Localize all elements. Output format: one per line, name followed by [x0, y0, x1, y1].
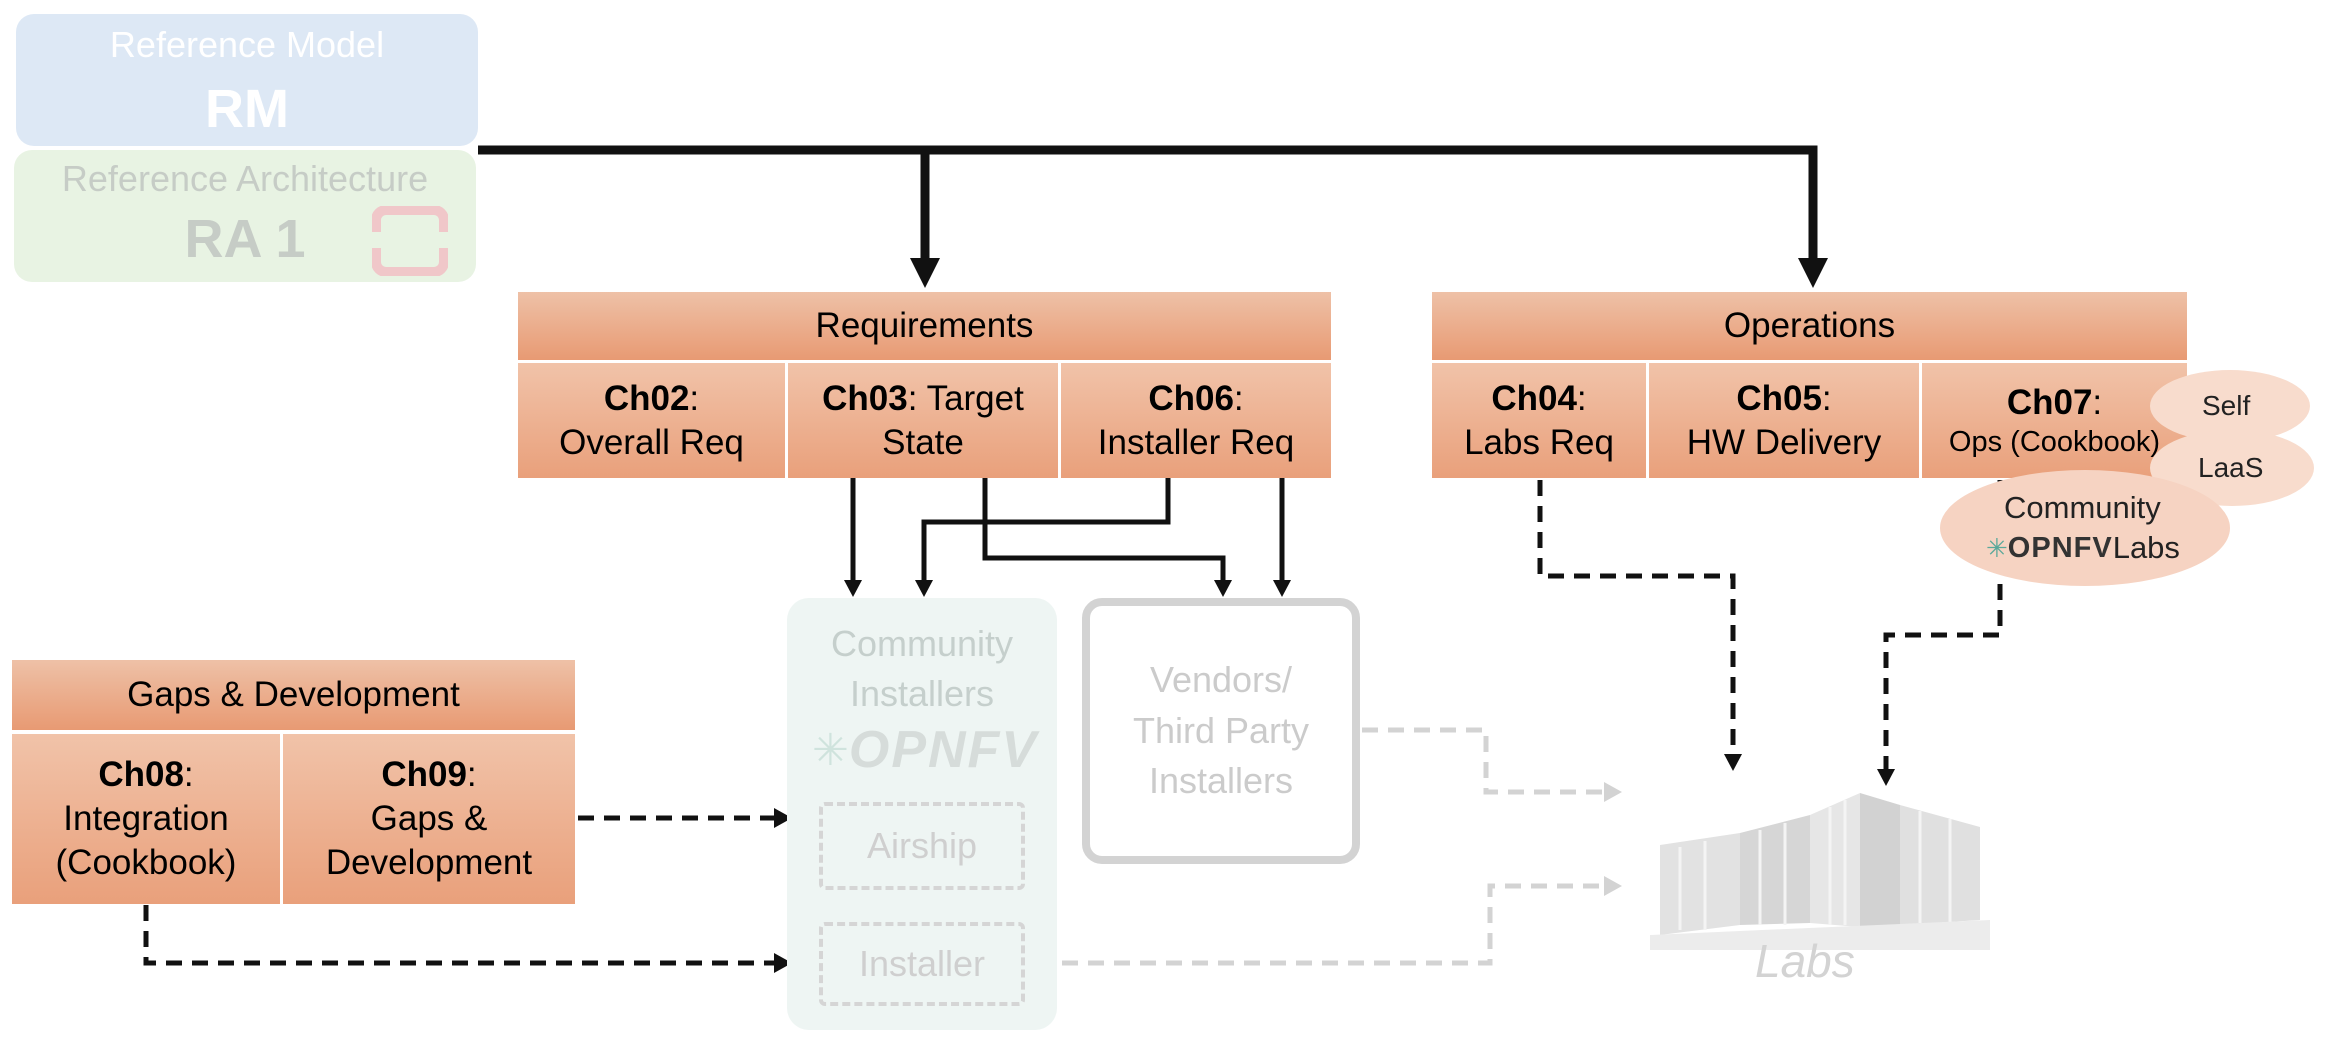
opnfv-faded-logo-text: OPNFV: [848, 721, 1039, 779]
ch08-title-2: (Cookbook): [55, 842, 237, 882]
ch07-colon: :: [2092, 382, 2103, 422]
operations-to-labs-arrows: [1537, 480, 2003, 770]
community-installers-line1: Community: [830, 623, 1014, 664]
ch09-title-2: Development: [325, 842, 533, 882]
opnfv-logo-text: OPNFV: [2007, 531, 2113, 564]
ch08-cell: Ch08: Integration (Cookbook): [12, 734, 280, 904]
ch07-cell: Ch07: Ops (Cookbook): [1922, 363, 2187, 478]
reference-architecture-abbr: RA 1: [184, 209, 306, 269]
ch09-title-1: Gaps &: [370, 799, 488, 839]
openstack-logo-icon: [372, 206, 448, 276]
community-lab-ellipse: [1940, 470, 2230, 586]
opnfv-labs-line: ✳ OPNFV Labs: [1986, 530, 2180, 566]
ch04-label: Ch04: [1491, 378, 1577, 418]
vendors-line3: Installers: [1148, 760, 1294, 802]
ch03-cell: Ch03: Target State: [788, 363, 1058, 478]
gaps-header: Gaps & Development: [12, 660, 575, 730]
ch08-title-1: Integration: [63, 799, 229, 839]
ch03-label: Ch03: [822, 378, 908, 418]
ch06-colon: :: [1233, 378, 1244, 418]
operations-header: Operations: [1432, 292, 2187, 360]
rm-to-groups-arrows: [478, 145, 1818, 262]
arrowhead-requirements: [910, 258, 940, 288]
ch04-cell: Ch04: Labs Req: [1432, 363, 1646, 478]
laas-label: LaaS: [2198, 452, 2264, 483]
opnfv-star-icon: ✳: [1986, 532, 2008, 563]
reference-model-abbr: RM: [205, 79, 289, 139]
labs-suffix: Labs: [2112, 530, 2180, 565]
self-label: Self: [2202, 390, 2251, 421]
installer-box: Installer: [819, 922, 1025, 1006]
ch06-label: Ch06: [1148, 378, 1234, 418]
opnfv-faded-star-icon: ✳: [812, 725, 849, 775]
vendors-line2: Third Party: [1132, 709, 1310, 751]
ch02-label: Ch02: [603, 378, 690, 418]
community-label: Community: [2004, 490, 2161, 525]
airship-box: Airship: [819, 802, 1025, 890]
reference-architecture-title: Reference Architecture: [61, 158, 429, 199]
ch06-cell: Ch06: Installer Req: [1061, 363, 1331, 478]
ch06-title: Installer Req: [1097, 422, 1295, 462]
ch02-colon: :: [689, 378, 700, 418]
ch02-title: Overall Req: [559, 422, 744, 462]
ch08-label: Ch08: [98, 755, 184, 795]
gaps-to-installers-arrows: [143, 815, 775, 966]
vendors-box: Vendors/ Third Party Installers: [1082, 598, 1360, 864]
ch05-cell: Ch05: HW Delivery: [1649, 363, 1919, 478]
ch05-title: HW Delivery: [1686, 422, 1882, 462]
ch07-label: Ch07: [2006, 382, 2093, 422]
ch09-cell: Ch09: Gaps & Development: [283, 734, 575, 904]
ch05-colon: :: [1821, 378, 1832, 418]
installer-arrowheads: [844, 580, 1291, 597]
vendors-line1: Vendors/: [1149, 659, 1293, 701]
reference-architecture-box: Reference Architecture RA 1: [14, 150, 476, 282]
ch08-colon: :: [183, 755, 194, 795]
community-installers-line2: Installers: [849, 673, 995, 714]
ch04-colon: :: [1576, 378, 1587, 418]
installers-to-labs-arrows: [1062, 727, 1605, 966]
ch04-title: Labs Req: [1464, 422, 1614, 462]
server-racks-icon: [1650, 793, 1990, 950]
reference-model-box: Reference Model RM: [16, 14, 478, 146]
ch09-colon: :: [466, 755, 477, 795]
requirements-header: Requirements: [518, 292, 1331, 360]
ch02-cell: Ch02: Overall Req: [518, 363, 785, 478]
ch03-title: State: [882, 422, 964, 462]
labs-label: Labs: [1755, 935, 1855, 987]
ch07-title: Ops (Cookbook): [1948, 426, 2161, 459]
requirements-to-installers-arrows: [850, 478, 1285, 582]
reference-model-title: Reference Model: [109, 24, 385, 65]
arrowhead-operations: [1798, 258, 1828, 288]
community-installers-box: Community Installers ✳ OPNFV Airship Ins…: [787, 598, 1057, 1030]
ch09-label: Ch09: [381, 755, 467, 795]
ch05-label: Ch05: [1736, 378, 1822, 418]
ch03-title-part: : Target: [907, 378, 1024, 418]
community-opnfv-logo: ✳ OPNFV: [812, 720, 1038, 780]
